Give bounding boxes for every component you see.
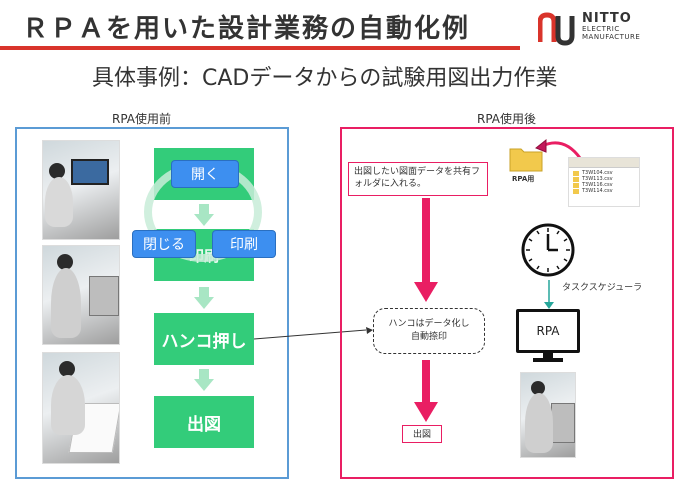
loop-close-button: 閉じる bbox=[132, 230, 196, 258]
file-icon bbox=[573, 170, 579, 176]
down-arrow-icon bbox=[194, 204, 214, 226]
logo-subtitle-1: ELECTRIC bbox=[582, 25, 620, 34]
pink-down-arrow-icon bbox=[414, 198, 438, 302]
file-name: T3W114.csv bbox=[582, 188, 613, 194]
down-arrow-icon bbox=[194, 287, 214, 309]
logo-name: NITTO bbox=[582, 11, 632, 26]
monitor-stand bbox=[543, 353, 553, 359]
before-panel bbox=[15, 127, 289, 479]
file-explorer-window: T3W104.csv T3W113.csv T3W116.csv T3W114.… bbox=[568, 157, 640, 207]
folder-label: RPA用 bbox=[512, 175, 535, 183]
file-icon bbox=[573, 176, 579, 182]
logo-subtitle-2: MANUFACTURE bbox=[582, 32, 641, 41]
photo-desk-work bbox=[42, 140, 120, 240]
file-item: T3W113.csv bbox=[573, 176, 635, 182]
down-arrow-icon bbox=[194, 369, 214, 391]
title-underline bbox=[0, 46, 520, 50]
file-name: T3W113.csv bbox=[582, 176, 613, 182]
output-note: 出図 bbox=[402, 425, 442, 443]
auto-stamp-line2: 自動捺印 bbox=[410, 332, 447, 342]
after-panel bbox=[340, 127, 674, 479]
file-item: T3W116.csv bbox=[573, 182, 635, 188]
page-title: ＲＰＡを用いた設計業務の自動化例 bbox=[22, 14, 471, 44]
loop-open-button: 開く bbox=[171, 160, 239, 188]
page-subtitle: 具体事例：CADデータからの試験用図出力作業 bbox=[92, 66, 558, 91]
file-name: T3W116.csv bbox=[582, 182, 613, 188]
monitor-base bbox=[533, 358, 563, 362]
after-label: RPA使用後 bbox=[477, 112, 537, 126]
teal-arrow-icon bbox=[544, 280, 554, 309]
file-item: T3W114.csv bbox=[573, 188, 635, 194]
auto-stamp-line1: ハンコはデータ化し bbox=[388, 319, 470, 330]
before-label: RPA使用前 bbox=[112, 112, 172, 126]
file-icon bbox=[573, 182, 579, 188]
flow-step-output: 出図 bbox=[154, 396, 254, 448]
monitor-icon: RPA bbox=[516, 309, 580, 353]
task-scheduler-label: タスクスケジューラ bbox=[562, 283, 643, 293]
file-name: T3W104.csv bbox=[582, 170, 613, 176]
file-item: T3W104.csv bbox=[573, 170, 635, 176]
flow-step-stamp: ハンコ押し bbox=[154, 313, 254, 365]
pink-down-arrow-icon bbox=[414, 360, 438, 422]
photo-rpa-stamping bbox=[520, 372, 576, 458]
logo-text: NITTO ELECTRIC MANUFACTURE bbox=[582, 11, 641, 42]
connector-arrow-icon bbox=[254, 327, 373, 340]
clock-icon bbox=[521, 223, 575, 277]
monitor-screen-label: RPA bbox=[519, 312, 577, 350]
file-icon bbox=[573, 188, 579, 194]
nitto-logo-icon bbox=[538, 12, 575, 46]
photo-printer bbox=[42, 245, 120, 345]
loop-print-button: 印刷 bbox=[212, 230, 276, 258]
photo-stamping bbox=[42, 352, 120, 464]
curved-arrow-icon bbox=[535, 138, 582, 159]
note-shared-folder: 出図したい図面データを共有フォルダに入れる。 bbox=[348, 162, 488, 196]
folder-icon bbox=[509, 148, 543, 172]
auto-stamp-box: ハンコはデータ化し 自動捺印 bbox=[373, 308, 485, 354]
